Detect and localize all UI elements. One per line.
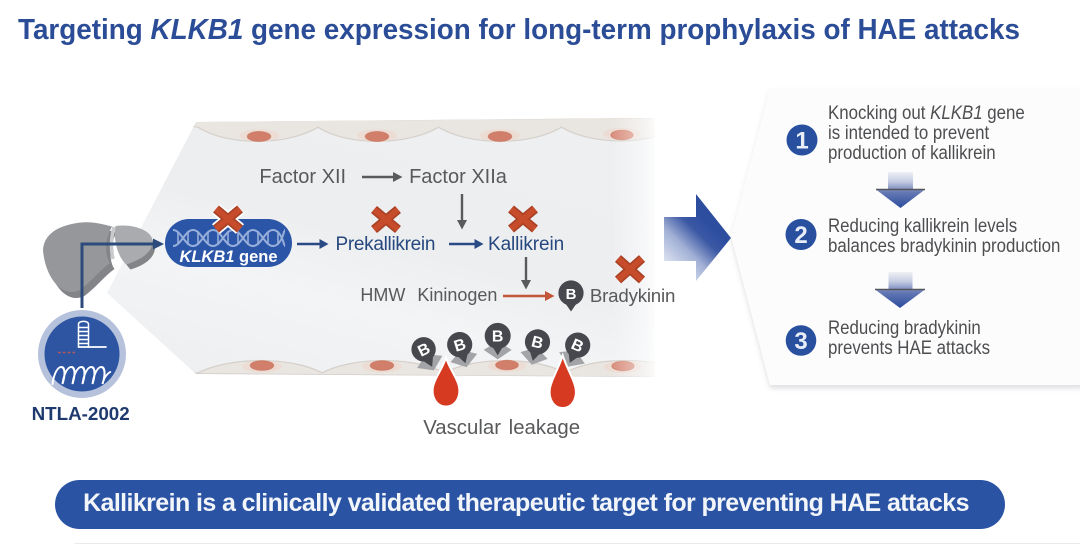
- svg-text:3: 3: [794, 328, 807, 355]
- svg-text:B: B: [530, 334, 545, 353]
- svg-text:B: B: [452, 336, 468, 356]
- svg-text:1: 1: [795, 128, 808, 155]
- svg-text:B: B: [566, 286, 577, 303]
- svg-text:B: B: [492, 329, 504, 346]
- svg-text:2: 2: [794, 222, 807, 249]
